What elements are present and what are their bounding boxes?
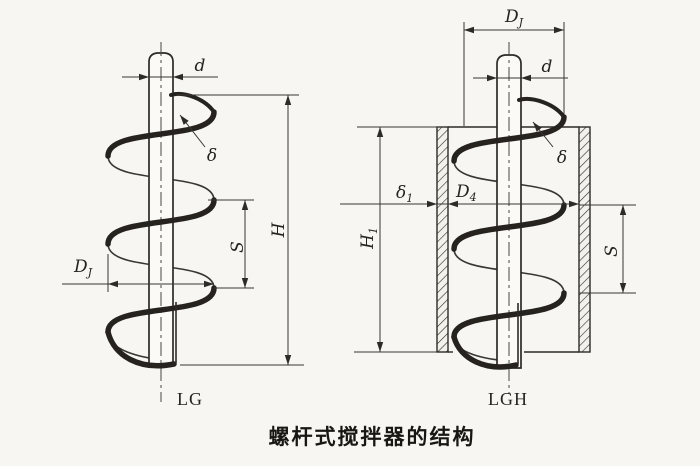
lgh-helix-front	[451, 97, 567, 370]
lgh-label-blade-thickness: δ	[557, 148, 567, 168]
lgh-figure: DJ d δ δ1 D4	[340, 7, 636, 409]
lgh-helix-bottom-blade	[451, 334, 519, 370]
lgh-blade-thickness-leader: δ	[532, 121, 567, 168]
lgh-dim-tube-height: H1	[354, 126, 444, 353]
lg-label-blade-thickness: δ	[207, 146, 217, 166]
lgh-dim-screw-diameter: DJ	[463, 7, 565, 126]
lgh-label-shaft-diameter: d	[542, 57, 553, 77]
lg-dim-shaft-diameter: d	[122, 56, 218, 81]
lg-helix-bottom-blade	[105, 329, 177, 369]
lgh-tube-right-wall	[578, 126, 591, 353]
figure-caption: 螺杆式搅拌器的结构	[269, 425, 476, 449]
lg-blade-thickness-leader: δ	[179, 114, 217, 166]
lgh-label-pitch: S	[602, 245, 622, 257]
lgh-tube-left-wall	[436, 126, 449, 353]
lgh-dim-tube: δ1 D4	[340, 182, 579, 208]
lg-helix-front	[105, 92, 217, 369]
lg-label-screw-diameter: DJ	[73, 257, 93, 279]
lg-label-total-height: H	[269, 221, 289, 238]
lg-label-shaft-diameter: d	[195, 56, 206, 76]
lgh-dim-pitch: S	[579, 204, 636, 294]
lgh-label-screw-diameter: DJ	[504, 7, 524, 29]
lgh-label-tube-wall-thickness: δ1	[396, 183, 413, 205]
lg-dim-pitch: S	[208, 199, 254, 289]
lg-figure: d δ H S	[62, 42, 304, 409]
lgh-label-tube-inner-diameter: D4	[455, 182, 477, 204]
lgh-dim-shaft-diameter: d	[473, 57, 568, 82]
lg-label-pitch: S	[228, 241, 248, 253]
lg-dim-screw-diameter: DJ	[62, 254, 214, 292]
lgh-variant-label: LGH	[488, 389, 528, 409]
lg-variant-label: LG	[177, 389, 203, 409]
lg-dim-total-height: H	[176, 94, 304, 366]
lgh-draft-tube	[436, 126, 591, 353]
lgh-label-tube-height: H1	[358, 227, 380, 250]
